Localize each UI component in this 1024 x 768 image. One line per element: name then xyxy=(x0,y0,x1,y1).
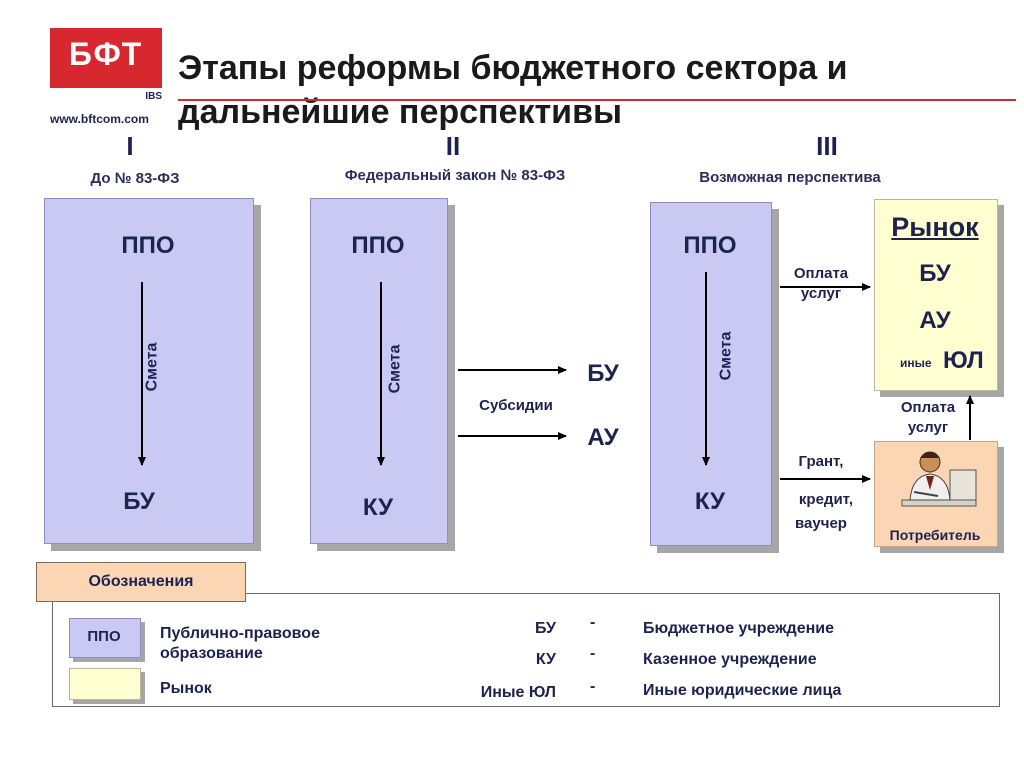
grant-label: Грант, xyxy=(798,453,844,470)
market-ul: ЮЛ xyxy=(943,347,984,374)
stage-1-numeral: I xyxy=(126,131,134,161)
market-bu: БУ xyxy=(919,260,951,287)
consumer-person-icon xyxy=(901,451,977,507)
stage-3-ppo: ППО xyxy=(683,232,737,259)
page-title: Этапы реформы бюджетного сектора и дальн… xyxy=(178,46,847,134)
stage-1-ppo: ППО xyxy=(121,232,175,259)
consumer-label: Потребитель xyxy=(889,527,981,543)
market-title: Рынок xyxy=(891,212,979,242)
stage-1-smeta: Смета xyxy=(143,342,161,392)
stage-2-ppo: ППО xyxy=(351,232,405,259)
stage-2-au-out: АУ xyxy=(587,424,619,451)
market-au: АУ xyxy=(919,307,951,334)
payment-label-top: Оплата услуг xyxy=(793,265,849,302)
legend-abbr-bu-key: БУ xyxy=(534,620,556,637)
title-line-2: дальнейшие перспективы xyxy=(178,93,623,131)
stage-1-panel xyxy=(44,198,254,544)
stage-2-smeta: Смета xyxy=(386,344,404,394)
legend-abbr-ku-dash: - xyxy=(590,645,596,662)
legend-ppo-swatch xyxy=(69,618,141,658)
legend-ppo-label: ППО xyxy=(87,628,121,645)
logo-url: www.bftcom.com xyxy=(50,112,149,126)
legend-market-swatch xyxy=(69,668,141,700)
stage-2-bu-out: БУ xyxy=(587,360,619,387)
legend-abbr-bu-value: Бюджетное учреждение xyxy=(643,620,834,637)
legend-abbr-ul-dash: - xyxy=(590,678,596,695)
stage-3-caption: Возможная перспектива xyxy=(699,169,881,186)
market-box xyxy=(874,199,998,391)
legend-abbr-ku-key: КУ xyxy=(535,651,556,668)
stage-2-caption: Федеральный закон № 83-ФЗ xyxy=(344,167,566,184)
stage-1-bu: БУ xyxy=(123,488,155,515)
stage-1-caption: До № 83-ФЗ xyxy=(90,170,180,187)
subsidies-label: Субсидии xyxy=(479,397,553,414)
legend-abbr-bu-dash: - xyxy=(590,614,596,631)
legend-abbr-ul-value: Иные юридические лица xyxy=(643,682,842,699)
credit-label: кредит, xyxy=(798,491,854,508)
legend-market-desc: Рынок xyxy=(160,680,212,697)
stage-3-numeral: III xyxy=(816,131,838,161)
payment-label-right: Оплата услуг xyxy=(900,399,956,436)
logo-tag: IBS xyxy=(145,91,162,102)
legend-box xyxy=(52,593,1000,707)
stage-2-panel xyxy=(310,198,448,544)
stage-3-smeta: Смета xyxy=(717,331,735,381)
legend-abbr-ul-key: Иные ЮЛ xyxy=(480,684,556,701)
stage-3-panel xyxy=(650,202,772,546)
stage-2-numeral: II xyxy=(445,131,461,161)
title-underline xyxy=(178,99,1016,101)
voucher-label: ваучер xyxy=(795,515,847,532)
logo-name: БФТ xyxy=(68,36,144,72)
market-other-small: иные xyxy=(900,356,932,370)
title-line-1: Этапы реформы бюджетного сектора и xyxy=(178,49,848,87)
bft-logo: БФТ IBS www.bftcom.com xyxy=(50,28,162,126)
legend-title: Обозначения xyxy=(36,562,246,602)
legend-ppo-desc: Публично-правовое образование xyxy=(160,625,320,662)
legend-abbr-ku-value: Казенное учреждение xyxy=(643,651,817,668)
stage-2-ku: КУ xyxy=(362,494,394,521)
stage-3-ku: КУ xyxy=(694,488,726,515)
